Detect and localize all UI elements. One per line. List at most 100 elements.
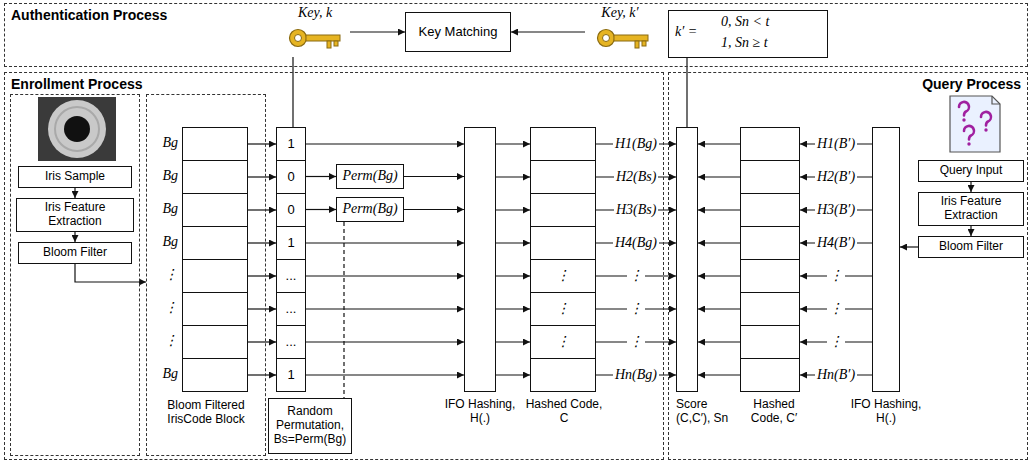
node-text: k′ = xyxy=(675,24,717,40)
code-cell: 0 xyxy=(276,193,306,227)
node-text: Bloom Filter xyxy=(939,240,1003,254)
node-text: ⋮ xyxy=(556,334,570,350)
connector xyxy=(698,209,740,210)
code-cell xyxy=(530,193,596,227)
node-text: Query Input xyxy=(940,164,1003,178)
code-cell: ... xyxy=(276,259,306,293)
code-cell xyxy=(740,127,800,161)
code-cell: Bg xyxy=(182,193,248,227)
key-icon xyxy=(598,30,649,49)
code-cell: ... xyxy=(276,292,306,326)
code-cell: Bg xyxy=(182,358,248,392)
connector xyxy=(698,143,740,144)
connector xyxy=(248,374,276,375)
node-text: Bg xyxy=(150,135,178,151)
code-cell xyxy=(530,358,596,392)
iris-pupil xyxy=(64,116,90,142)
node-text: IFO Hashing, H(.) xyxy=(440,398,520,426)
connector xyxy=(248,308,276,309)
key-tooth xyxy=(327,41,331,48)
node-text: ... xyxy=(286,335,297,350)
key-bow xyxy=(290,30,307,47)
connector xyxy=(248,341,276,342)
process-box: Iris Feature Extraction xyxy=(918,192,1024,226)
node-text: Bg xyxy=(150,168,178,184)
iris-texture xyxy=(55,107,99,151)
connector xyxy=(306,374,464,375)
code-cell: 1 xyxy=(276,226,306,260)
node-text: ⋮ xyxy=(150,333,178,349)
connector xyxy=(496,308,530,309)
process-box: Perm(Bg) xyxy=(336,164,404,189)
node-text: Bg xyxy=(150,201,178,217)
process-box: k′ =0, Sn < t1, Sn ≥ t xyxy=(668,10,828,58)
connector xyxy=(248,143,276,144)
connector xyxy=(698,308,740,309)
process-box: Bloom Filter xyxy=(918,236,1024,258)
iris-photo-ground xyxy=(38,97,116,161)
code-cell: 0 xyxy=(276,160,306,194)
connector xyxy=(496,176,530,177)
code-cell: 1 xyxy=(276,127,306,161)
node-text: Iris Sample xyxy=(45,170,105,184)
hash-label: Hn(Bg) xyxy=(613,367,659,383)
connector xyxy=(698,242,740,243)
question-hook xyxy=(959,102,969,116)
iris-photo xyxy=(38,97,116,161)
connector xyxy=(306,242,464,243)
process-box: Bloom Filter xyxy=(18,242,132,264)
node-text: Iris Feature Extraction xyxy=(20,201,130,229)
hash-label: ⋮ xyxy=(627,268,645,284)
hash-label: ⋮ xyxy=(627,301,645,317)
connector xyxy=(496,341,530,342)
connector xyxy=(306,275,464,276)
query-document-icon xyxy=(950,96,1000,152)
node-text: 1 xyxy=(287,236,294,251)
hash-label: ⋮ xyxy=(827,301,845,317)
node-text: 1, Sn ≥ t xyxy=(721,35,821,51)
node-text: Authentication Process xyxy=(11,7,311,23)
connector xyxy=(248,209,276,210)
caption-label: Hashed Code, C xyxy=(522,398,606,426)
question-dot xyxy=(962,118,965,121)
code-cell xyxy=(740,325,800,359)
connector xyxy=(292,57,293,127)
node-text: Key, k′ xyxy=(585,5,655,21)
group-frame: Bloom Filtered IrisCode BlockBgBgBgBg⋮⋮⋮… xyxy=(146,94,266,456)
key-tooth xyxy=(635,41,639,48)
hash-label: H4(Bg) xyxy=(613,235,659,251)
node-text: Key, k xyxy=(280,5,350,21)
document-fold xyxy=(992,96,1000,104)
key-tooth xyxy=(334,41,338,46)
node-text: ⋮ xyxy=(150,300,178,316)
node-text: 1 xyxy=(287,368,294,383)
code-cell xyxy=(740,226,800,260)
code-cell xyxy=(740,259,800,293)
question-dot xyxy=(984,128,987,131)
key-shaft xyxy=(614,35,648,41)
caption-label: Hashed Code, C′ xyxy=(740,398,808,426)
hash-label: H2(Bs) xyxy=(614,169,658,185)
connector xyxy=(698,374,740,375)
connector xyxy=(248,242,276,243)
node-text: Perm(Bg) xyxy=(342,168,397,184)
code-cell xyxy=(530,127,596,161)
hash-label: H1(B′) xyxy=(815,136,857,152)
key-node: Key, k′ xyxy=(585,5,655,57)
process-box: Perm(Bg) xyxy=(336,197,404,222)
code-cell: Bg xyxy=(182,226,248,260)
node-text: Score (C,C′), Sn xyxy=(676,398,732,426)
connector xyxy=(306,341,464,342)
node-text: Key Matching xyxy=(419,25,498,40)
question-dot xyxy=(967,142,970,145)
connector xyxy=(698,176,740,177)
node-text: ... xyxy=(286,269,297,284)
connector xyxy=(75,264,146,282)
key-hole xyxy=(295,35,302,42)
process-box: Iris Sample xyxy=(18,166,132,188)
key-bow xyxy=(598,30,615,47)
node-text: 0 xyxy=(287,170,294,185)
process-box: IFO Hashing, H(.) xyxy=(464,127,496,392)
node-text: 1 xyxy=(287,137,294,152)
